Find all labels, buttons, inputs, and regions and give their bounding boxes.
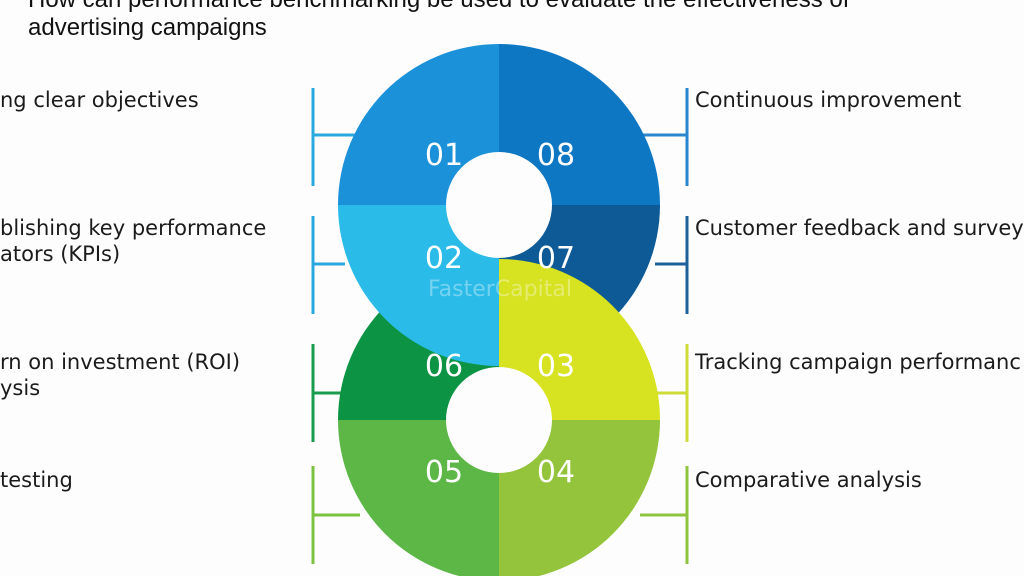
bracket-04 [640, 466, 689, 564]
label-02-line-2: ators (KPIs) [0, 242, 121, 266]
label-06-line-2: ysis [0, 376, 41, 400]
label-06: rn on investment (ROI) ysis [0, 349, 240, 401]
label-03: Tracking campaign performanc [695, 349, 1021, 375]
label-07: Customer feedback and survey [695, 215, 1024, 241]
number-04: 04 [537, 455, 575, 490]
label-02: blishing key performance ators (KPIs) [0, 215, 266, 267]
title-line-1: How can performance benchmarking be used… [28, 0, 1008, 14]
segment-05 [338, 420, 499, 576]
label-04-line: Comparative analysis [695, 468, 922, 492]
segment-08 [499, 44, 660, 205]
page-title: How can performance benchmarking be used… [28, 0, 1008, 42]
label-05: testing [0, 467, 73, 493]
number-01: 01 [425, 138, 463, 173]
bracket-05 [311, 466, 360, 564]
label-03-line: Tracking campaign performanc [695, 350, 1021, 374]
label-05-line: testing [0, 468, 73, 492]
label-01: ng clear objectives [0, 87, 199, 113]
label-02-line-1: blishing key performance [0, 216, 267, 240]
bracket-03 [655, 344, 689, 442]
segment-01 [338, 44, 499, 205]
bracket-07 [655, 216, 689, 314]
bracket-02 [311, 216, 345, 314]
bracket-08 [640, 88, 689, 186]
left-brackets [311, 88, 360, 564]
label-08-line: Continuous improvement [695, 88, 962, 112]
title-line-2: advertising campaigns [28, 14, 267, 41]
segment-04 [499, 420, 660, 576]
number-06: 06 [425, 349, 463, 384]
label-07-line: Customer feedback and survey [695, 216, 1024, 240]
label-08: Continuous improvement [695, 87, 961, 113]
number-03: 03 [537, 349, 575, 384]
number-07: 07 [537, 241, 575, 276]
number-02: 02 [425, 241, 463, 276]
number-08: 08 [537, 138, 575, 173]
label-04: Comparative analysis [695, 467, 922, 493]
watermark-text: FasterCapital [428, 277, 572, 302]
label-06-line-1: rn on investment (ROI) [0, 350, 241, 374]
segment-03 [499, 259, 660, 420]
bracket-01 [311, 88, 360, 186]
right-brackets [640, 88, 689, 564]
label-01-line: ng clear objectives [0, 88, 199, 112]
segment-02 [338, 205, 499, 366]
number-05: 05 [425, 455, 463, 490]
bracket-06 [311, 344, 345, 442]
